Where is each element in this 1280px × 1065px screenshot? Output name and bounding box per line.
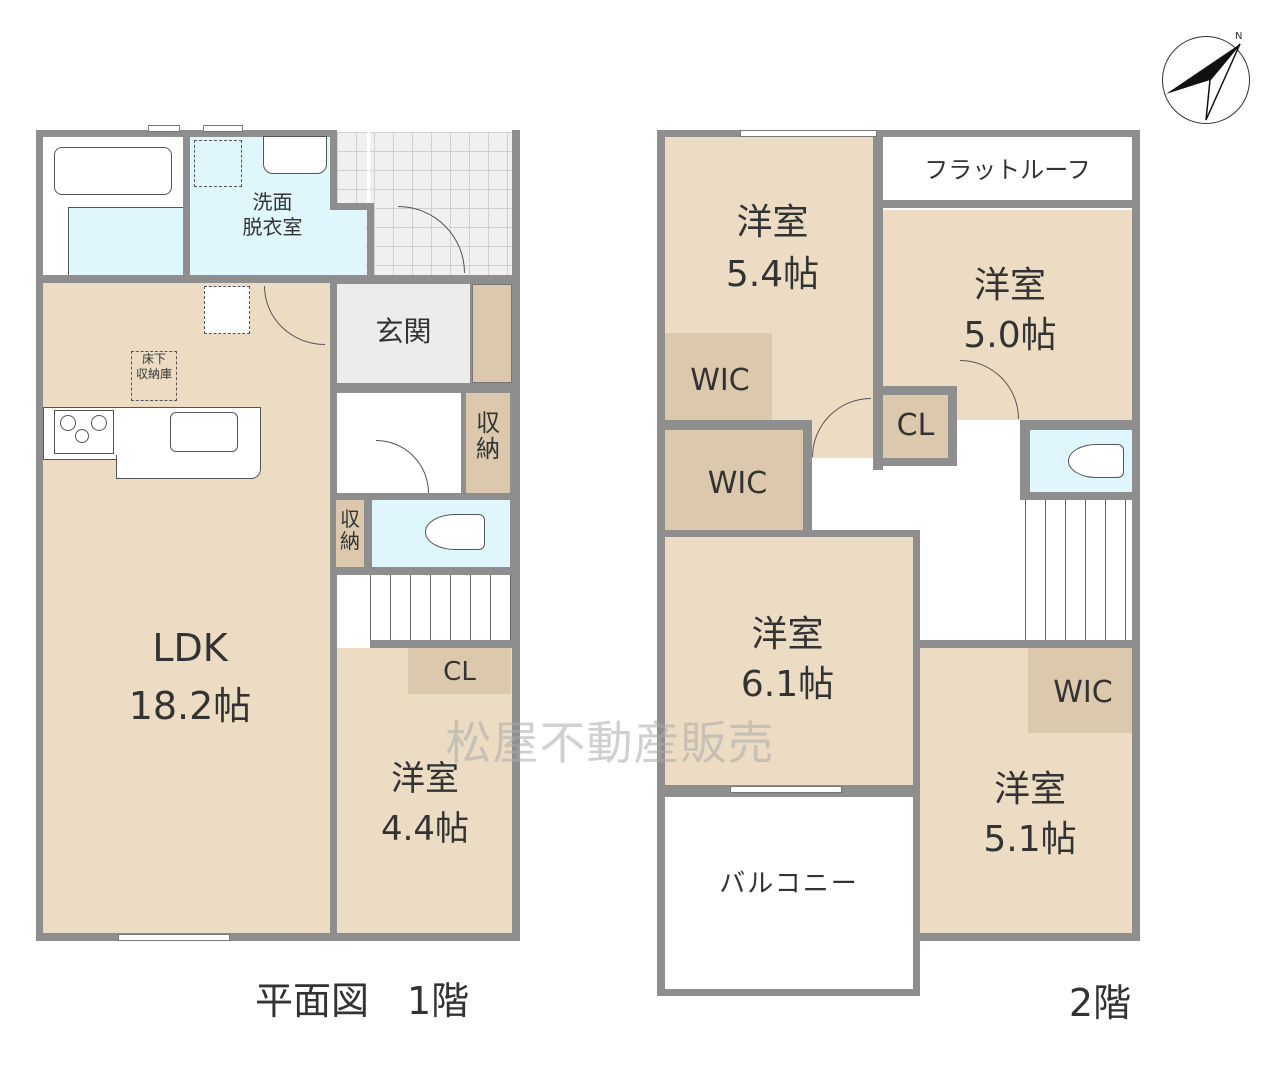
ldk-size: 18.2帖 <box>128 684 252 728</box>
closet-2f-label: CL <box>896 408 935 443</box>
wic-b-label: WIC <box>707 466 768 501</box>
closet-label: CL <box>443 657 476 687</box>
hatch-icon <box>204 286 250 334</box>
bedroom-label: 洋室 <box>391 759 459 799</box>
wic-c <box>1028 648 1132 733</box>
bathtub-icon <box>54 147 172 195</box>
balcony-label: バルコニー <box>719 869 859 899</box>
porch-wall <box>367 203 374 275</box>
bedroom-size: 4.4帖 <box>380 809 470 849</box>
wic-a-label: WIC <box>690 363 750 398</box>
underfloor-storage: 床下 収納庫 <box>131 351 177 401</box>
shoe-storage <box>472 284 512 383</box>
wall <box>873 130 883 470</box>
porch-wall <box>330 130 337 210</box>
window <box>118 934 230 941</box>
bedroom-a-label: 洋室 <box>736 202 809 243</box>
ldk-label: LDK <box>152 626 228 670</box>
sink-icon <box>263 136 327 174</box>
wic-a <box>665 333 772 420</box>
bedroom-a-size: 5.4帖 <box>725 254 820 295</box>
stove-icon <box>54 410 114 454</box>
porch-wall <box>330 203 374 210</box>
entrance-label: 玄関 <box>375 315 432 348</box>
window <box>730 786 842 793</box>
compass-north-label: N <box>1235 31 1243 42</box>
floor1-caption: 平面図 1階 <box>255 979 470 1023</box>
entrance <box>337 284 470 383</box>
compass-icon: N <box>1162 31 1250 124</box>
wic-c-label: WIC <box>1053 675 1113 710</box>
toilet-icon <box>425 514 485 550</box>
flat-roof-label: フラットルーフ <box>924 156 1091 184</box>
toilet-icon <box>1068 444 1124 478</box>
stairs <box>370 575 511 640</box>
window <box>148 125 180 132</box>
bedroom-c-size: 6.1帖 <box>740 664 835 705</box>
balcony <box>665 797 913 989</box>
bedroom-4-4 <box>337 648 512 933</box>
bedroom-b-label: 洋室 <box>973 265 1046 306</box>
counter-bar <box>116 455 261 479</box>
closet-2f <box>883 395 948 458</box>
storage-hall-label: 収 納 <box>476 409 500 464</box>
bedroom-c-label: 洋室 <box>751 614 824 655</box>
closet <box>408 648 511 694</box>
bath-floor <box>68 207 183 275</box>
bedroom-d-label: 洋室 <box>993 769 1066 810</box>
bedroom-6-1 <box>665 537 913 785</box>
hatch-icon <box>194 140 242 187</box>
floor2-caption: 2階 <box>1068 981 1132 1025</box>
bedroom-b-size: 5.0帖 <box>963 315 1057 356</box>
watermark: 松屋不動産販売 <box>445 716 775 770</box>
kitchen-sink-icon <box>170 412 238 452</box>
stair-gap <box>337 575 370 648</box>
storage-small-label: 収 納 <box>340 507 360 553</box>
washroom-label: 洗面 脱衣室 <box>242 190 303 239</box>
stairs-2f <box>1025 500 1132 640</box>
bedroom-d-size: 5.1帖 <box>983 819 1077 860</box>
window <box>203 125 243 132</box>
ldk <box>43 283 330 933</box>
porch-tiles <box>337 132 367 203</box>
flat-roof <box>883 137 1132 200</box>
storage-small <box>336 500 364 567</box>
washroom-ext <box>328 210 365 275</box>
storage-hall <box>466 393 510 493</box>
window <box>740 130 877 137</box>
wic-b <box>665 430 803 530</box>
wall <box>883 200 1132 208</box>
